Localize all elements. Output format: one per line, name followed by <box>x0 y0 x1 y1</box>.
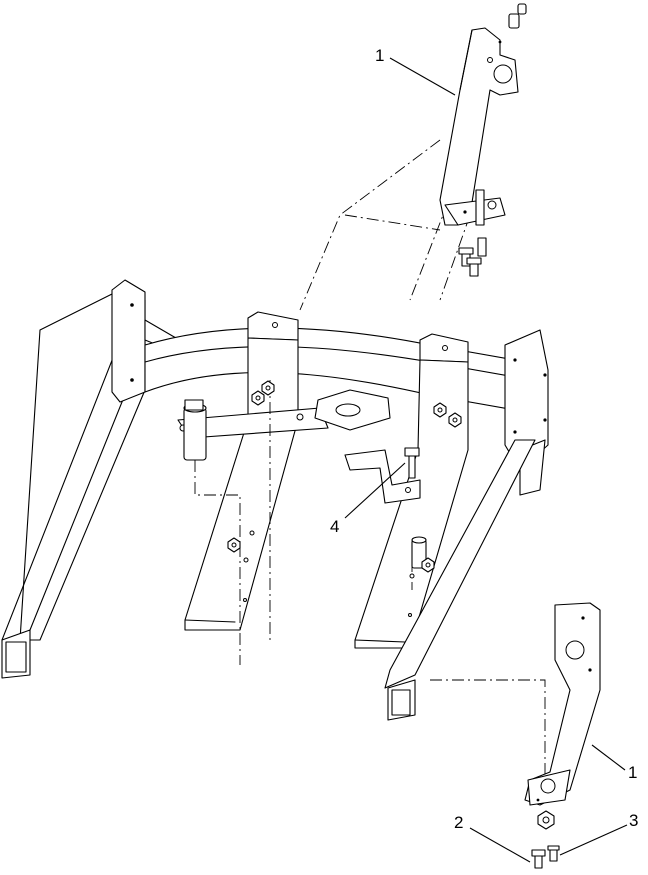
grease-fitting <box>508 3 527 29</box>
callout-1-bottom: 1 <box>628 763 637 782</box>
callout-leaders <box>344 57 628 863</box>
bottom-mounting-bracket <box>524 602 601 806</box>
small-center-bracket <box>344 447 421 504</box>
center-right-rail <box>354 333 469 649</box>
bottom-hardware <box>531 810 560 869</box>
top-bracket-bolts <box>458 189 487 277</box>
rear-right-tube <box>384 439 536 721</box>
right-hitch-post <box>411 536 427 569</box>
callout-2: 2 <box>454 813 463 832</box>
top-mounting-bracket <box>439 27 519 226</box>
center-hub <box>314 389 391 431</box>
callout-3: 3 <box>629 811 638 830</box>
lock-nuts <box>227 380 462 573</box>
callout-4: 4 <box>330 517 339 536</box>
callout-1-top: 1 <box>375 46 384 65</box>
pivot-spacer <box>183 399 207 461</box>
rail-holes <box>243 530 415 617</box>
